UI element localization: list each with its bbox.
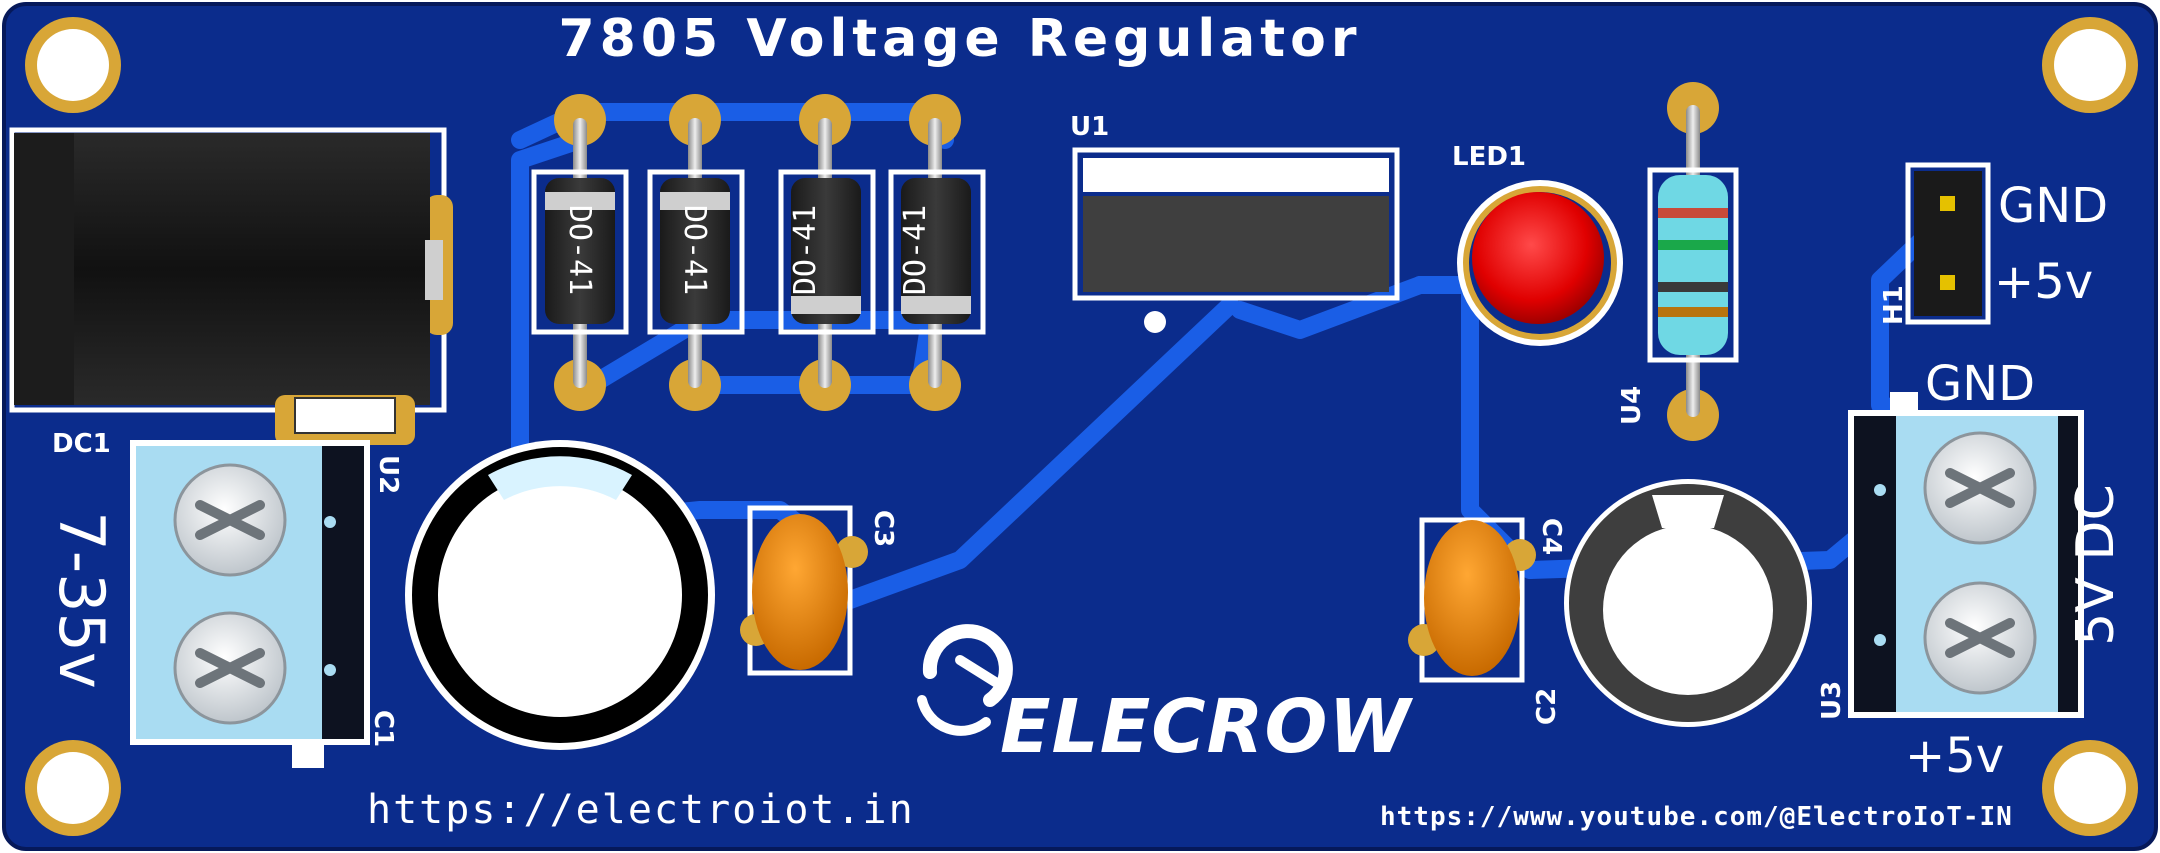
header-gnd-label: GND: [1998, 178, 2108, 234]
resistor-u4: [1647, 82, 1739, 441]
ref-dc1: DC1: [52, 429, 111, 459]
ref-c3: C3: [868, 510, 898, 547]
elecrow-logo: ELECROW: [917, 624, 1413, 770]
diode-label: DO-41: [677, 205, 712, 295]
ref-u1: U1: [1070, 112, 1109, 142]
ceramic-capacitor-c2: [1408, 517, 1536, 683]
input-terminal-block: [130, 440, 370, 768]
ceramic-capacitor-c3: [740, 505, 868, 676]
ref-led1: LED1: [1452, 142, 1526, 172]
ref-h1: H1: [1879, 285, 1909, 325]
dc-jack: [9, 127, 453, 445]
board-title: 7805 Voltage Regulator: [558, 9, 1361, 69]
output-terminal-block: [1848, 392, 2084, 718]
elecrow-bird-icon: [917, 624, 1013, 736]
out-gnd-label: GND: [1925, 356, 2035, 412]
header-5v-label: +5v: [1994, 254, 2093, 310]
regulator-u1: [1072, 147, 1400, 333]
ref-c2: C2: [1532, 688, 1562, 725]
diode-label: DO-41: [562, 205, 597, 295]
mounting-holes: [25, 17, 2138, 836]
input-voltage-label: 7-35v: [45, 511, 118, 688]
ref-u2: U2: [373, 455, 403, 494]
diode-array: DO-41 DO-41 DO-41 DO-41: [531, 94, 986, 411]
logo-text: ELECROW: [1000, 684, 1413, 770]
electrolytic-capacitor-large: [405, 440, 715, 750]
out-dc-label: 5V DC: [2066, 484, 2126, 646]
electrolytic-capacitor-small: [1564, 479, 1812, 727]
led-1: [1457, 180, 1623, 346]
diode-label: DO-41: [788, 205, 823, 295]
ref-u4: U4: [1617, 386, 1647, 425]
diode-label: DO-41: [898, 205, 933, 295]
ref-c1: C1: [368, 710, 398, 747]
url-left: https://electroiot.in: [367, 787, 915, 833]
out-5v-label: +5v: [1905, 728, 2004, 784]
pin-header-h1: [1905, 162, 1991, 325]
url-right: https://www.youtube.com/@ElectroIoT-IN: [1380, 802, 2013, 832]
ref-u3: U3: [1817, 681, 1847, 720]
ref-c4: C4: [1536, 518, 1566, 555]
